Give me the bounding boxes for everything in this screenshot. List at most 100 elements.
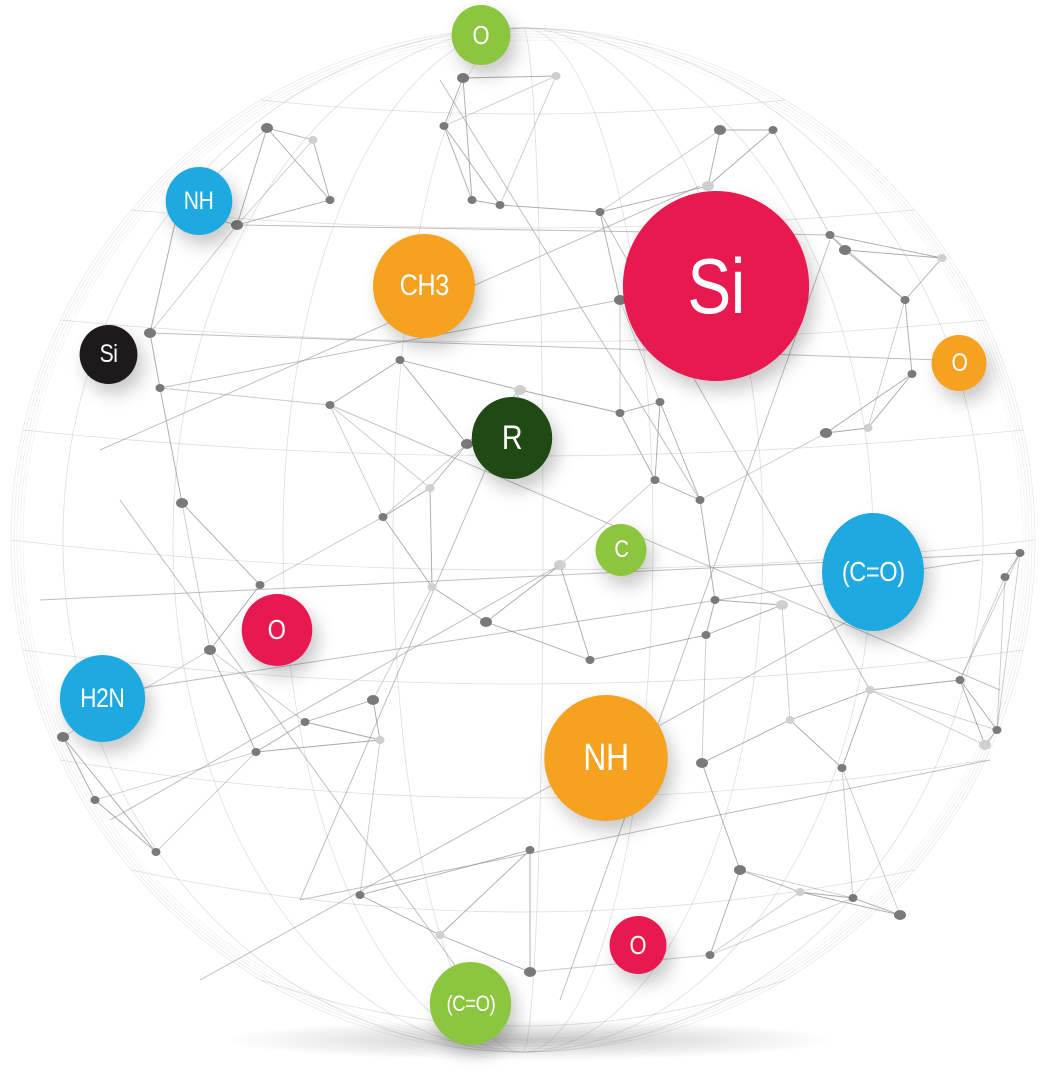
- network-edge: [654, 479, 701, 501]
- network-edge: [471, 199, 501, 206]
- network-edge: [904, 257, 943, 301]
- network-node: [1015, 549, 1025, 557]
- network-edge: [714, 599, 783, 606]
- network-edge: [181, 502, 261, 586]
- network-edge: [619, 401, 661, 414]
- network-edge: [209, 649, 257, 753]
- network-edge: [181, 502, 211, 651]
- network-edges: [39, 75, 1021, 1001]
- network-edge: [359, 739, 381, 896]
- network-edge: [709, 869, 741, 956]
- network-arc: [261, 979, 785, 1027]
- network-node: [992, 726, 1002, 734]
- network-arc: [522, 27, 544, 1053]
- network-edge: [499, 75, 557, 206]
- network-edge: [429, 487, 433, 588]
- network-edge: [209, 584, 261, 651]
- network-edge: [825, 427, 869, 434]
- network-edge: [799, 891, 901, 916]
- network-edge: [266, 127, 331, 201]
- network-edge: [399, 359, 521, 391]
- network-edge: [159, 299, 621, 389]
- network-edge: [329, 404, 431, 489]
- atom-oxygen-top: O: [451, 5, 511, 65]
- network-edge: [429, 487, 433, 588]
- network-edge: [236, 139, 314, 226]
- atom-nh-large: NH: [544, 695, 668, 821]
- network-edge: [159, 387, 183, 504]
- atom-r-group: R: [471, 397, 553, 479]
- network-edge: [439, 79, 701, 501]
- network-edge: [959, 576, 1006, 681]
- network-node: [427, 583, 437, 591]
- atom-ch3: CH3: [373, 234, 475, 338]
- network-edge: [443, 125, 501, 206]
- network-edge: [149, 209, 179, 334]
- network-arc: [16, 33, 1030, 1047]
- network-node: [907, 370, 917, 378]
- network-edge: [996, 552, 1021, 731]
- network-node: [825, 231, 835, 239]
- network-edge: [619, 412, 656, 481]
- atom-nh-small: NH: [165, 167, 233, 235]
- network-node: [705, 951, 715, 959]
- network-node: [837, 764, 847, 772]
- network-edge: [304, 699, 374, 723]
- network-edge: [599, 211, 621, 301]
- network-edge: [701, 719, 791, 764]
- network-node: [734, 865, 746, 875]
- network-edge: [429, 443, 468, 489]
- network-edge: [852, 897, 901, 916]
- network-edge: [781, 604, 791, 721]
- network-node: [695, 496, 705, 504]
- network-node: [785, 716, 795, 724]
- network-edge: [799, 891, 901, 916]
- network-edge: [705, 599, 716, 636]
- network-edge: [869, 689, 998, 731]
- network-node: [231, 220, 243, 230]
- network-edge: [799, 891, 854, 899]
- network-edge: [841, 689, 871, 769]
- network-node: [701, 631, 711, 639]
- network-edge: [266, 127, 314, 141]
- network-edge: [654, 401, 661, 481]
- network-node: [554, 560, 566, 570]
- network-edge: [236, 127, 268, 226]
- network-edge: [519, 389, 621, 414]
- network-edge: [841, 767, 901, 916]
- network-edge: [149, 332, 941, 361]
- network-edge: [739, 869, 854, 899]
- network-edge: [359, 894, 441, 936]
- network-edge: [841, 689, 871, 769]
- network-edge: [589, 634, 707, 661]
- network-arc: [282, 27, 524, 1053]
- network-edge: [462, 75, 557, 79]
- network-edge: [443, 125, 501, 206]
- network-edge: [705, 604, 783, 636]
- network-edge: [382, 487, 431, 518]
- atom-oxygen-middle: O: [241, 594, 313, 666]
- network-edge: [443, 75, 557, 127]
- network-node: [839, 245, 851, 255]
- network-node: [710, 596, 720, 604]
- network-edge: [654, 401, 661, 481]
- network-edge: [867, 373, 913, 429]
- network-edge: [119, 499, 481, 1001]
- network-edge: [255, 739, 381, 753]
- atom-h2n: H2N: [59, 655, 146, 742]
- network-edge: [149, 209, 179, 334]
- network-edge: [499, 204, 601, 213]
- network-node: [585, 656, 595, 664]
- network-node: [894, 910, 906, 920]
- network-edge: [199, 619, 851, 981]
- network-edge: [825, 373, 913, 434]
- network-arc: [131, 209, 915, 229]
- network-node: [650, 476, 660, 484]
- network-edge: [259, 516, 384, 586]
- network-node: [848, 894, 858, 902]
- network-edge: [705, 604, 783, 636]
- atom-silicon-large: Si: [622, 191, 810, 381]
- network-node: [325, 196, 335, 204]
- network-node: [863, 424, 873, 432]
